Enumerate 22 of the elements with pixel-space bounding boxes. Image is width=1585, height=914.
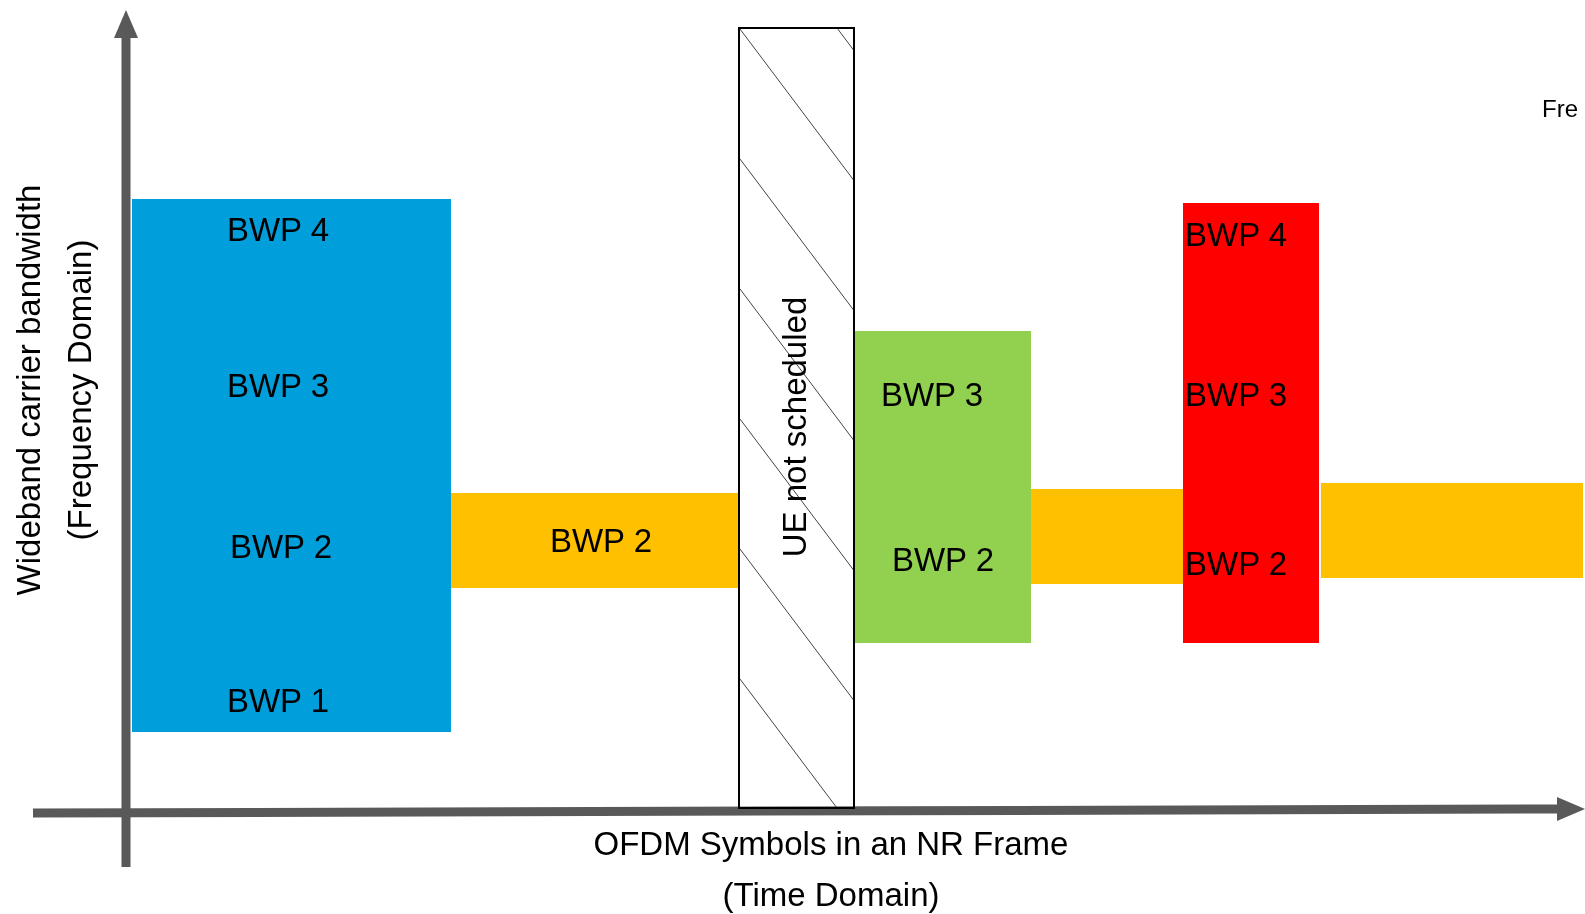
block-label: BWP 2 bbox=[1185, 546, 1288, 580]
bandwidth-bar bbox=[1321, 483, 1583, 578]
block-label: BWP 3 bbox=[1185, 377, 1288, 411]
bandwidth-block bbox=[1183, 203, 1319, 643]
bandwidth-block bbox=[132, 199, 451, 732]
block-label: BWP 3 bbox=[226, 368, 330, 402]
bandwidth-bar bbox=[1031, 489, 1183, 584]
axis-title: (Frequency Domain) bbox=[62, 239, 96, 541]
axis-title: Wideband carrier bandwidth bbox=[11, 184, 45, 596]
bandwidth-block bbox=[855, 331, 1031, 643]
block-label: BWP 2 bbox=[891, 542, 995, 576]
bandwidth-bar bbox=[451, 493, 738, 588]
block-label: BWP 4 bbox=[226, 212, 330, 246]
block-label: UE not scheduled bbox=[777, 296, 811, 558]
axis-title: (Time Domain) bbox=[722, 877, 940, 911]
block-label: BWP 1 bbox=[226, 683, 330, 717]
block-label: BWP 2 bbox=[229, 529, 333, 563]
axis-title: OFDM Symbols in an NR Frame bbox=[593, 826, 1069, 860]
block-label: BWP 2 bbox=[549, 523, 653, 557]
block-label: BWP 4 bbox=[1185, 217, 1288, 251]
block-label: BWP 3 bbox=[880, 377, 984, 411]
axis-title: Fre bbox=[1542, 97, 1578, 121]
